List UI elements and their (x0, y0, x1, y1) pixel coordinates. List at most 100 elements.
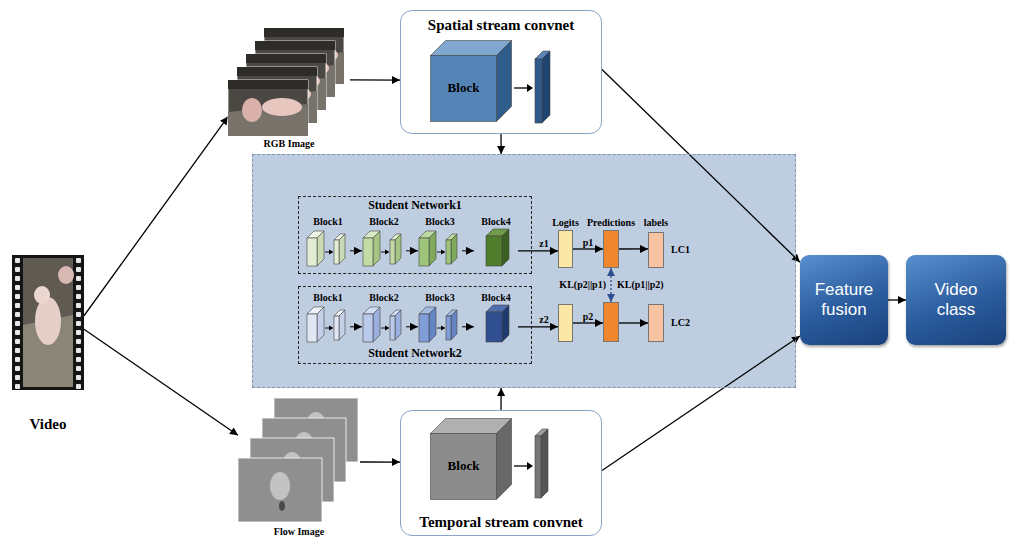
connector-arrow (84, 117, 228, 316)
block-slab-front (486, 312, 502, 342)
connector-arrow (360, 461, 400, 462)
pig-head (34, 286, 50, 304)
connector-arrow (602, 336, 800, 470)
sprocket-hole (76, 312, 81, 317)
flow-ground (238, 458, 322, 522)
connector-arrow (619, 248, 648, 249)
block-slab-front (446, 240, 451, 264)
edge-label: KL(p2||p1) (559, 279, 606, 291)
block-cube-side (497, 419, 512, 500)
edge-label: z2 (539, 314, 548, 326)
node-label: Block2 (369, 216, 398, 228)
block-slab-front (363, 238, 373, 266)
arrow-head (527, 462, 533, 470)
connector-arrow (350, 79, 400, 81)
node-label: Block4 (481, 216, 510, 228)
pen-wall (228, 80, 308, 89)
sprocket-hole (76, 294, 81, 299)
sprocket-hole (76, 258, 81, 263)
connector-arrow (518, 326, 558, 327)
connector-arrow (84, 329, 238, 435)
arrow-head (329, 250, 334, 255)
block-slab-front (307, 314, 317, 342)
block-slab-front (446, 316, 451, 340)
connector-arrow (406, 326, 418, 327)
network-block: Block1 (306, 228, 350, 266)
sprocket-hole (15, 375, 20, 380)
block-slab-side (339, 234, 345, 264)
block-slab-front (486, 236, 502, 266)
sprocket-hole (76, 330, 81, 335)
node-label: Logits (552, 217, 579, 229)
inner-arrow (514, 87, 528, 88)
flow-frame (238, 458, 322, 522)
network-block: Block2 (362, 304, 406, 342)
block-slab-front (334, 240, 339, 264)
sprocket-hole (15, 357, 20, 362)
sprocket-hole (76, 366, 81, 371)
block-slab-side (317, 231, 324, 266)
node-label: Block1 (313, 216, 342, 228)
prediction-box: Predictions (603, 230, 619, 268)
block-slab-side (502, 229, 509, 266)
blk-picture (418, 304, 462, 342)
sprocket-hole (76, 321, 81, 326)
block-cube-side (497, 41, 512, 122)
node-label: Temporal stream convnet (401, 514, 601, 531)
blk-picture (306, 304, 350, 342)
blk4-picture (474, 304, 518, 342)
sprocket-hole (15, 267, 20, 272)
sprocket-hole (76, 348, 81, 353)
sprocket-hole (76, 276, 81, 281)
sprocket-hole (76, 267, 81, 272)
node-label: Feature fusion (808, 255, 880, 345)
node-label: Predictions (587, 217, 635, 229)
node-label: Spatial stream convnet (401, 17, 601, 34)
connector-arrow (573, 322, 603, 323)
flow-picture (238, 398, 360, 522)
distillation-panel: Block1Block2Block3Block4Student Network1… (252, 154, 796, 388)
panel-fill (252, 154, 796, 388)
sprocket-hole (15, 285, 20, 290)
node-label: Video class (918, 255, 994, 345)
connector-arrow (602, 70, 800, 263)
sprocket-hole (76, 357, 81, 362)
sprocket-hole (76, 285, 81, 290)
node-label: LC2 (671, 317, 690, 329)
edge-label: z1 (539, 238, 548, 250)
arrow-head (527, 84, 533, 92)
block-slab-side (339, 310, 345, 340)
logits-box (558, 304, 573, 342)
sprocket-hole (15, 321, 20, 326)
feature-slab-side (541, 429, 548, 498)
block-slab-side (395, 234, 401, 264)
network-block: Block3 (418, 304, 462, 342)
arrow-head (329, 326, 334, 331)
pig (242, 98, 262, 122)
node-label: labels (644, 217, 668, 229)
block-slab-front (390, 316, 395, 340)
sprocket-hole (76, 303, 81, 308)
network-block: Block3 (418, 228, 462, 266)
connector-arrow (462, 326, 474, 327)
conv-block: Block (430, 418, 512, 500)
conv-block: Block (430, 40, 512, 122)
class-box: Video class (906, 255, 1006, 345)
sprocket-hole (15, 330, 20, 335)
label-box: labelsLC1 (648, 232, 664, 268)
arrow-head (441, 250, 446, 255)
node-label: Block (430, 433, 497, 500)
sprocket-hole (15, 276, 20, 281)
node-label: Flow Image (274, 526, 324, 538)
node-label: RGB Image (264, 138, 315, 150)
sprocket-hole (15, 312, 20, 317)
block-slab-side (373, 231, 380, 266)
flow-blob (279, 501, 285, 511)
film-picture (12, 255, 84, 390)
block-cube-front (431, 434, 497, 500)
spatial-convnet-box: Block Spatial stream convnet (400, 10, 602, 134)
connector-arrow (462, 250, 474, 251)
node-label: Block2 (369, 292, 398, 304)
blk4-picture (474, 228, 518, 266)
connector-arrow (518, 250, 558, 251)
